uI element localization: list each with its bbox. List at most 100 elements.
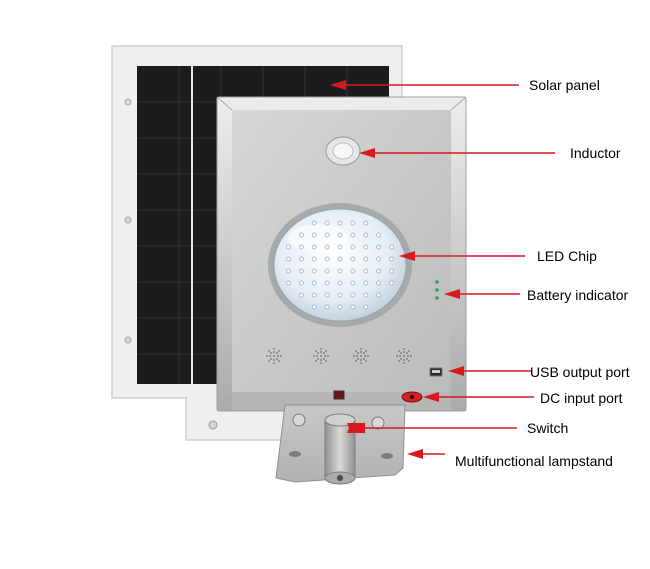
- led-chip-array: [285, 220, 394, 310]
- grille-hole: [363, 358, 365, 360]
- grille-hole: [356, 355, 358, 357]
- led-chip-label: LED Chip: [537, 248, 597, 264]
- grille-hole: [320, 359, 322, 361]
- grille-hole: [403, 351, 405, 353]
- grille-hole: [403, 348, 405, 350]
- led-chip-dot: [337, 232, 343, 238]
- grille-hole: [399, 355, 401, 357]
- frame-screw: [124, 98, 132, 106]
- frame-screw: [124, 336, 132, 344]
- bevel-edge: [216, 397, 233, 412]
- grille-hole: [365, 360, 367, 362]
- grille-hole: [367, 355, 369, 357]
- grille-hole: [403, 355, 405, 357]
- grille-hole: [325, 360, 327, 362]
- grille-hole: [400, 352, 402, 354]
- led-chip-dot: [389, 268, 394, 274]
- grille-hole: [406, 358, 408, 360]
- led-chip-dot: [337, 292, 343, 298]
- bracket-slot: [289, 451, 301, 457]
- bracket-slot: [381, 453, 393, 459]
- grille-hole: [273, 351, 275, 353]
- grille-hole: [408, 360, 410, 362]
- grille-hole: [400, 358, 402, 360]
- grille-hole: [357, 358, 359, 360]
- grille-hole: [357, 352, 359, 354]
- grille-hole: [398, 350, 400, 352]
- grille-hole: [365, 350, 367, 352]
- bevel-edge: [216, 96, 233, 111]
- led-chip-dot: [376, 268, 382, 274]
- bracket-bolt: [371, 416, 385, 430]
- usb-output-port-arrow: [448, 366, 532, 376]
- led-chip-dot: [350, 280, 356, 286]
- speaker-grille: [266, 348, 282, 364]
- led-chip-dot: [311, 268, 317, 274]
- grille-hole: [278, 350, 280, 352]
- speaker-grille: [353, 348, 369, 364]
- led-chip-dot: [337, 304, 343, 310]
- grille-hole: [363, 352, 365, 354]
- led-chip-dot: [298, 256, 304, 262]
- grille-hole: [320, 348, 322, 350]
- lampstand-arrow: [407, 449, 445, 459]
- grille-hole: [403, 362, 405, 364]
- lampstand-label: Multifunctional lampstand: [455, 453, 613, 469]
- grille-hole: [273, 355, 275, 357]
- grille-hole: [403, 359, 405, 361]
- grille-hole: [360, 362, 362, 364]
- battery-indicator-label: Battery indicator: [527, 287, 629, 303]
- led-chip-dot: [324, 304, 330, 310]
- inductor-label: Inductor: [570, 145, 621, 161]
- grille-hole: [315, 350, 317, 352]
- grille-hole: [276, 352, 278, 354]
- battery-indicator-arrow: [444, 289, 520, 299]
- led-chip-dot: [363, 220, 369, 226]
- led-chip-dot: [337, 268, 343, 274]
- grille-hole: [325, 350, 327, 352]
- grille-hole: [278, 360, 280, 362]
- led-chip-dot: [337, 280, 343, 286]
- frame-screw: [124, 216, 132, 224]
- bracket-bolt: [292, 413, 306, 427]
- dc-input-port-label: DC input port: [540, 390, 623, 406]
- grille-hole: [408, 350, 410, 352]
- led-chip-dot: [363, 292, 369, 298]
- led-chip-dot: [363, 304, 369, 310]
- grille-hole: [317, 358, 319, 360]
- grille-hole: [316, 355, 318, 357]
- led-chip-dot: [376, 232, 382, 238]
- power-switch: [333, 390, 345, 400]
- callout-arrows: [330, 80, 555, 459]
- led-chip-dot: [350, 244, 356, 250]
- led-chip-dot: [376, 256, 382, 262]
- grille-hole: [410, 355, 412, 357]
- switch-label: Switch: [527, 420, 569, 436]
- grille-hole: [268, 350, 270, 352]
- led-chip-lens: [268, 203, 412, 327]
- grille-hole: [268, 360, 270, 362]
- grille-hole: [277, 355, 279, 357]
- led-chip-dot: [389, 256, 394, 262]
- grille-hole: [364, 355, 366, 357]
- grille-hole: [320, 362, 322, 364]
- grille-hole: [280, 355, 282, 357]
- grille-hole: [323, 358, 325, 360]
- grille-hole: [317, 352, 319, 354]
- led-chip-dot: [311, 256, 317, 262]
- grille-hole: [320, 355, 322, 357]
- led-chip-dot: [376, 244, 382, 250]
- led-chip-dot: [350, 304, 356, 310]
- led-chip-dot: [298, 280, 304, 286]
- led-chip-dot: [298, 232, 304, 238]
- grille-hole: [273, 362, 275, 364]
- lampstand: [275, 404, 406, 485]
- bevel-edge: [450, 397, 467, 412]
- usb-output-port-label: USB output port: [530, 364, 630, 380]
- led-chip-dot: [376, 280, 382, 286]
- speaker-grille: [313, 348, 329, 364]
- solar-panel-arrow: [330, 80, 519, 90]
- grille-hole: [313, 355, 315, 357]
